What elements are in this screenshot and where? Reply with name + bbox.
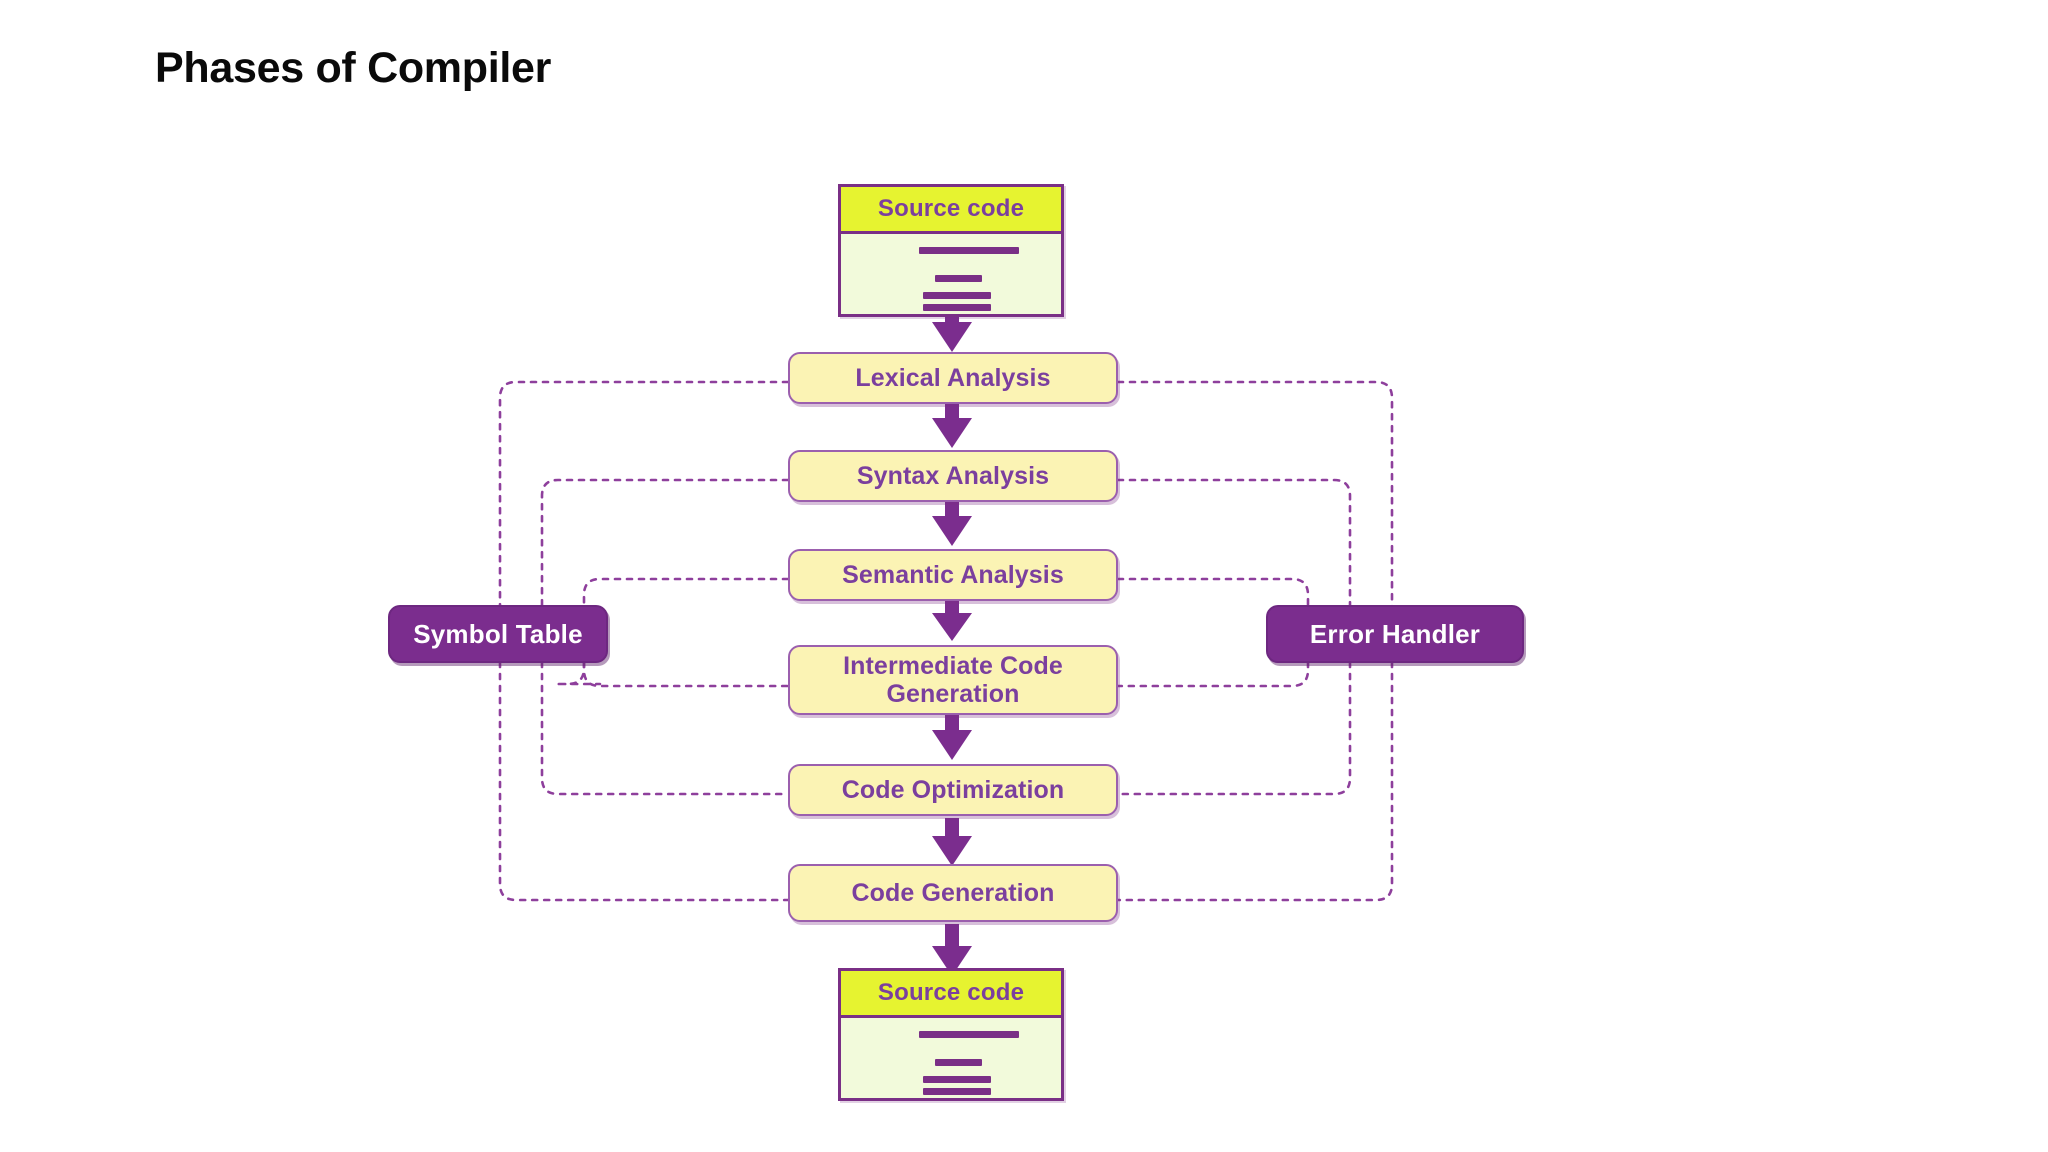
arrow-codegen-to-source bbox=[932, 924, 972, 976]
phase-label: Code Generation bbox=[851, 879, 1055, 907]
phase-box-code-generation[interactable]: Code Generation bbox=[788, 864, 1118, 922]
connector-symboltable-codegen bbox=[498, 660, 790, 902]
doc-line bbox=[923, 1088, 991, 1095]
output-source-code-label: Source code bbox=[841, 971, 1061, 1018]
phase-label: Semantic Analysis bbox=[842, 561, 1064, 589]
input-source-code-box[interactable]: Source code bbox=[838, 184, 1064, 317]
arrow-intermediate-to-optimization bbox=[932, 712, 972, 760]
input-source-code-label: Source code bbox=[841, 187, 1061, 234]
arrow-semantic-to-intermediate bbox=[932, 597, 972, 641]
doc-line bbox=[923, 292, 991, 299]
output-source-code-box[interactable]: Source code bbox=[838, 968, 1064, 1101]
output-source-code-body bbox=[841, 1018, 1061, 1098]
doc-line bbox=[919, 1031, 1019, 1038]
doc-line bbox=[923, 304, 991, 311]
symbol-table-label: Symbol Table bbox=[413, 618, 583, 649]
connector-errorhandler-syntax bbox=[1116, 478, 1352, 614]
connector-errorhandler-semantic bbox=[1116, 577, 1310, 614]
symbol-table-box[interactable]: Symbol Table bbox=[388, 605, 608, 663]
page-title: Phases of Compiler bbox=[155, 44, 552, 92]
phase-box-syntax-analysis[interactable]: Syntax Analysis bbox=[788, 450, 1118, 502]
error-handler-label: Error Handler bbox=[1309, 618, 1481, 649]
phase-label: Syntax Analysis bbox=[856, 462, 1050, 490]
connector-symboltable-intermediate-stub bbox=[554, 660, 602, 686]
arrow-lexical-to-syntax bbox=[932, 400, 972, 448]
phase-box-lexical-analysis[interactable]: Lexical Analysis bbox=[788, 352, 1118, 404]
arrow-optimization-to-codegen bbox=[932, 818, 972, 866]
phase-box-semantic-analysis[interactable]: Semantic Analysis bbox=[788, 549, 1118, 601]
doc-line bbox=[935, 275, 982, 282]
error-handler-box[interactable]: Error Handler bbox=[1266, 605, 1524, 663]
doc-line bbox=[923, 1076, 991, 1083]
phase-label-line2: Generation bbox=[886, 680, 1020, 708]
phase-label: Lexical Analysis bbox=[855, 364, 1051, 392]
doc-line bbox=[919, 247, 1019, 254]
phase-box-code-optimization[interactable]: Code Optimization bbox=[788, 764, 1118, 816]
connector-errorhandler-codegen bbox=[1116, 660, 1394, 902]
phase-label: Code Optimization bbox=[841, 776, 1065, 804]
phase-label-line1: Intermediate Code bbox=[843, 652, 1063, 680]
arrow-syntax-to-semantic bbox=[932, 498, 972, 546]
doc-line bbox=[935, 1059, 982, 1066]
connector-errorhandler-lexical bbox=[1116, 380, 1394, 612]
connector-symboltable-syntax bbox=[540, 478, 790, 614]
input-source-code-body bbox=[841, 234, 1061, 314]
phase-box-intermediate-code-generation[interactable]: Intermediate Code Generation bbox=[788, 645, 1118, 715]
